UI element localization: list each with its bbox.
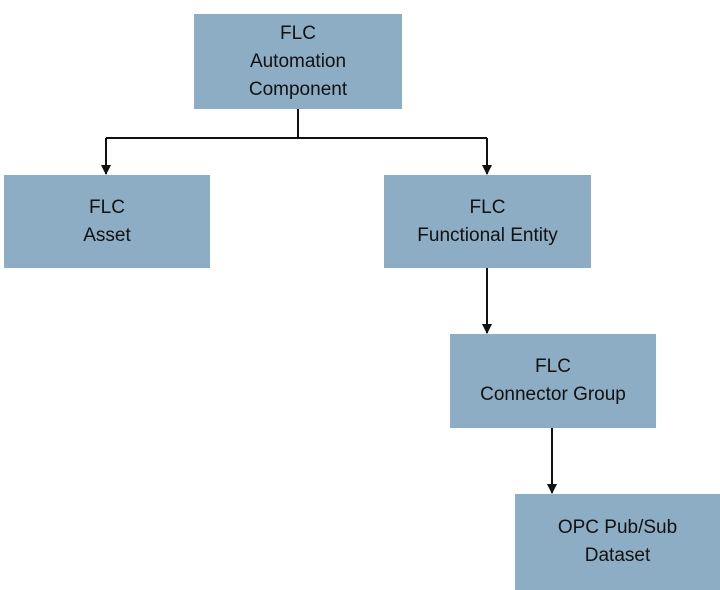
node-automation-component-line1: FLC: [280, 22, 316, 44]
node-connector-group-line2: Connector Group: [480, 384, 626, 405]
node-opc-dataset-line2: Dataset: [584, 545, 651, 566]
node-automation-component-line2: Automation: [249, 50, 347, 72]
node-automation-component: FLC Automation Component: [194, 14, 402, 109]
node-opc-dataset-line1: OPC Pub/Sub: [557, 517, 678, 538]
node-opc-dataset: OPC Pub/Sub Dataset: [515, 494, 720, 590]
node-connector-group: FLC Connector Group: [450, 334, 656, 428]
node-functional-entity-line2: Functional Entity: [417, 224, 558, 246]
node-functional-entity: FLC Functional Entity: [384, 175, 591, 268]
node-functional-entity-line1: FLC: [469, 196, 506, 218]
node-automation-component-line3: Component: [248, 78, 348, 100]
node-asset-line2: Asset: [83, 224, 131, 246]
node-asset-line1: FLC: [89, 196, 125, 218]
node-connector-group-line1: FLC: [535, 356, 571, 377]
node-asset: FLC Asset: [4, 175, 210, 268]
